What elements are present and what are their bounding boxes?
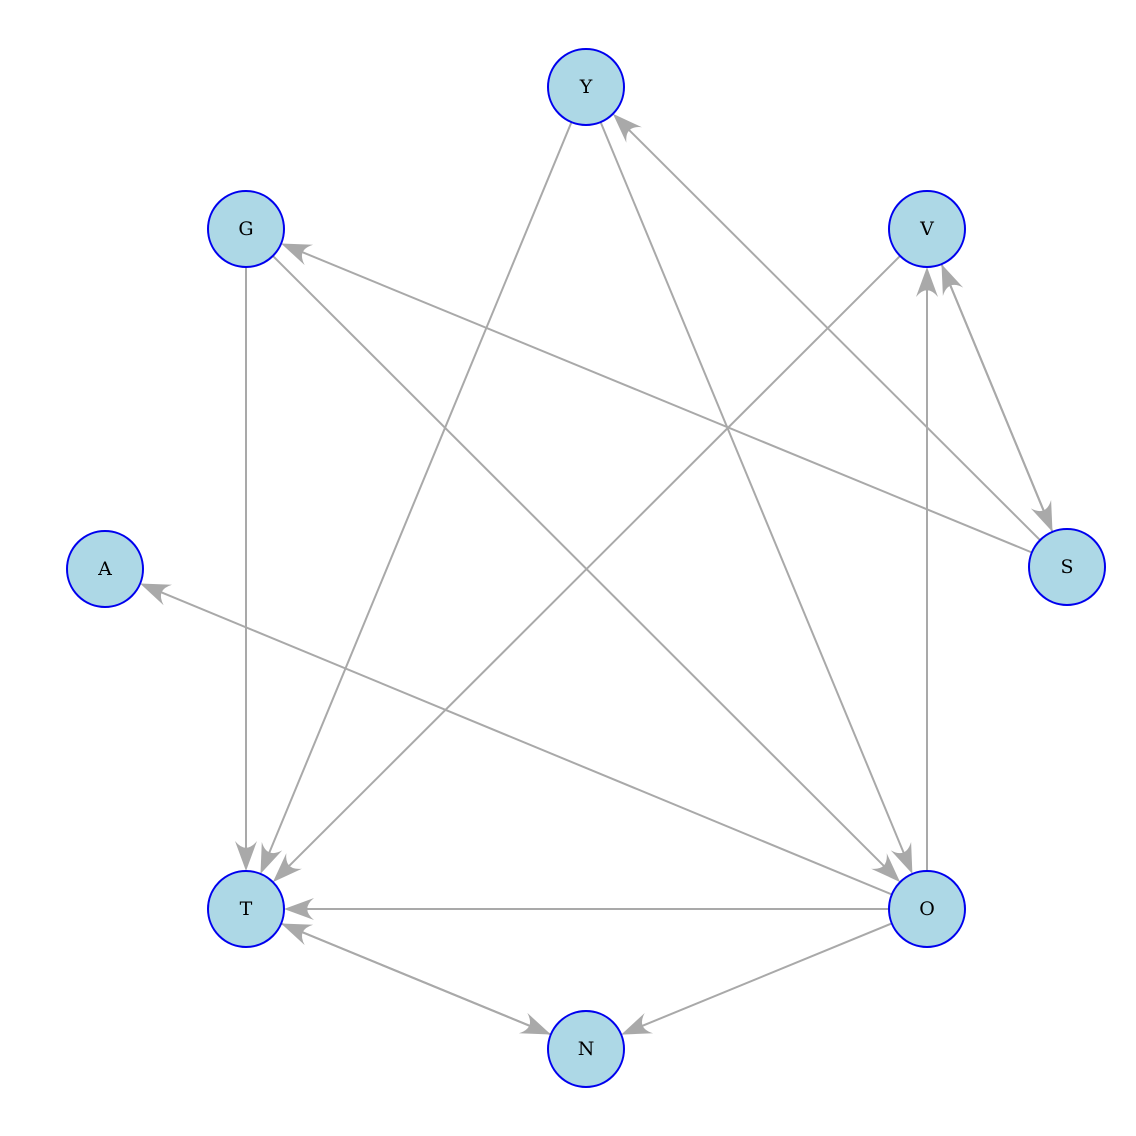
edge-y-to-o bbox=[599, 121, 913, 874]
arrow-head bbox=[518, 1012, 551, 1035]
edge-g-to-o bbox=[272, 255, 901, 883]
node-label: V bbox=[919, 218, 934, 240]
arrow-head bbox=[140, 583, 172, 606]
edge-line bbox=[287, 255, 901, 868]
edge-n-to-t bbox=[281, 923, 552, 1036]
arrow-head bbox=[281, 923, 314, 946]
node-layer: Y G V A S T O N bbox=[66, 48, 1106, 1088]
node-label: O bbox=[919, 898, 935, 920]
node-n: N bbox=[547, 1010, 625, 1088]
edge-g-to-t bbox=[235, 267, 257, 871]
arrow-head bbox=[281, 243, 314, 266]
edge-line bbox=[641, 922, 893, 1028]
edge-v-to-t bbox=[272, 255, 901, 883]
node-circle bbox=[547, 1010, 625, 1088]
node-circle bbox=[888, 190, 966, 268]
arrow-head bbox=[612, 113, 642, 143]
edge-line bbox=[949, 284, 1054, 533]
arrow-head bbox=[621, 1013, 654, 1035]
node-a: A bbox=[66, 530, 144, 608]
node-circle bbox=[547, 48, 625, 126]
node-circle bbox=[207, 190, 285, 268]
arrow-head bbox=[260, 842, 283, 874]
arrow-head bbox=[235, 841, 257, 871]
node-circle bbox=[207, 870, 285, 948]
node-circle bbox=[1028, 528, 1106, 606]
edge-o-to-a bbox=[140, 583, 893, 896]
node-label: T bbox=[240, 898, 253, 920]
arrow-head bbox=[890, 842, 913, 874]
arrow-head bbox=[941, 264, 964, 296]
node-g: G bbox=[207, 190, 285, 268]
node-circle bbox=[888, 870, 966, 948]
node-y: Y bbox=[547, 48, 625, 126]
node-v: V bbox=[888, 190, 966, 268]
edge-s-to-v bbox=[941, 264, 1054, 533]
edge-line bbox=[267, 121, 573, 854]
edge-line bbox=[301, 930, 552, 1036]
edge-o-to-n bbox=[621, 922, 893, 1035]
arrow-head bbox=[284, 898, 314, 920]
node-label: G bbox=[238, 218, 253, 240]
edge-o-to-t bbox=[284, 898, 889, 920]
node-t: T bbox=[207, 870, 285, 948]
node-s: S bbox=[1028, 528, 1106, 606]
node-o: O bbox=[888, 870, 966, 948]
node-circle bbox=[66, 530, 144, 608]
edge-line bbox=[627, 128, 1041, 541]
node-label: A bbox=[97, 558, 112, 580]
edge-line bbox=[160, 590, 893, 896]
arrow-head bbox=[871, 853, 901, 883]
node-label: S bbox=[1060, 556, 1073, 578]
edge-y-to-t bbox=[260, 121, 573, 874]
arrow-head bbox=[916, 267, 938, 297]
arrow-head bbox=[1030, 500, 1053, 532]
edge-line bbox=[272, 255, 886, 868]
edge-line bbox=[599, 121, 905, 854]
edge-s-to-y bbox=[612, 113, 1041, 541]
edge-layer bbox=[140, 113, 1054, 1036]
edge-o-to-v bbox=[916, 267, 938, 871]
node-label: N bbox=[578, 1038, 595, 1060]
arrow-head bbox=[272, 853, 302, 883]
edge-line bbox=[301, 250, 1033, 554]
edge-s-to-g bbox=[281, 243, 1033, 554]
node-label: Y bbox=[579, 76, 593, 98]
